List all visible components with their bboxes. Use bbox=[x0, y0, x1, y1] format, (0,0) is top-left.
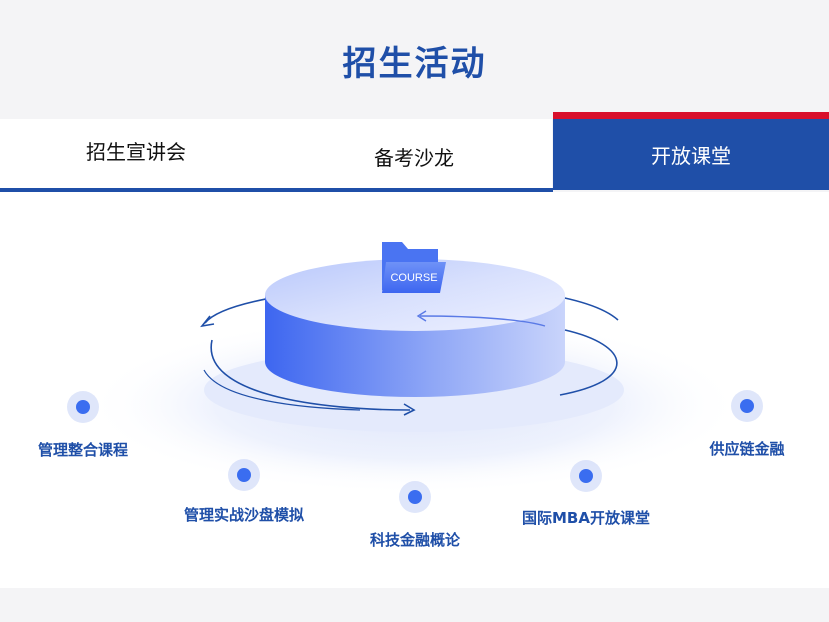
page-title: 招生活动 bbox=[342, 44, 487, 84]
tab-label: 招生宣讲会 bbox=[86, 139, 186, 164]
node-label: 管理实战沙盘模拟 bbox=[183, 506, 305, 524]
node-dot-international-mba[interactable] bbox=[570, 460, 602, 492]
folder-label: COURSE bbox=[390, 272, 437, 284]
node-label: 管理整合课程 bbox=[37, 441, 129, 459]
tab-label: 开放课堂 bbox=[651, 144, 731, 168]
folder-icon bbox=[382, 242, 446, 293]
bottom-band bbox=[0, 588, 829, 622]
tab-label: 备考沙龙 bbox=[374, 145, 454, 170]
orbit-arc-right bbox=[559, 329, 618, 396]
orbit-arrow-left bbox=[200, 315, 215, 328]
node-dot-management-integration[interactable] bbox=[67, 391, 99, 423]
node-dot-fintech-intro[interactable] bbox=[399, 481, 431, 513]
orbit-arc-inner bbox=[419, 315, 546, 327]
node-label: 国际MBA开放课堂 bbox=[522, 509, 650, 527]
tab-bar: 招生宣讲会 备考沙龙 开放课堂 bbox=[0, 112, 829, 192]
tab-exam-salon[interactable]: 备考沙龙 bbox=[276, 119, 552, 189]
tab-recruitment-seminar[interactable]: 招生宣讲会 bbox=[0, 119, 276, 189]
node-label: 科技金融概论 bbox=[369, 531, 461, 549]
course-illustration-panel: COURSE 管理整合课程 管理实战沙盘模拟 科技金融概论 国际MBA开放课堂 … bbox=[0, 192, 829, 588]
orbit-arc-front bbox=[210, 339, 411, 411]
node-label: 供应链金融 bbox=[709, 440, 785, 458]
tabs-underline bbox=[0, 188, 553, 192]
tab-open-class[interactable]: 开放课堂 bbox=[553, 112, 829, 190]
orbit-arc-lower bbox=[203, 369, 361, 411]
node-dot-supply-chain-finance[interactable] bbox=[731, 390, 763, 422]
course-platform-illustration: COURSE bbox=[84, 242, 744, 495]
cylinder-top bbox=[265, 259, 565, 331]
node-dot-sandbox-simulation[interactable] bbox=[228, 459, 260, 491]
orbit-arrow-right bbox=[403, 403, 416, 416]
orbit-arrow-inner bbox=[416, 310, 427, 322]
